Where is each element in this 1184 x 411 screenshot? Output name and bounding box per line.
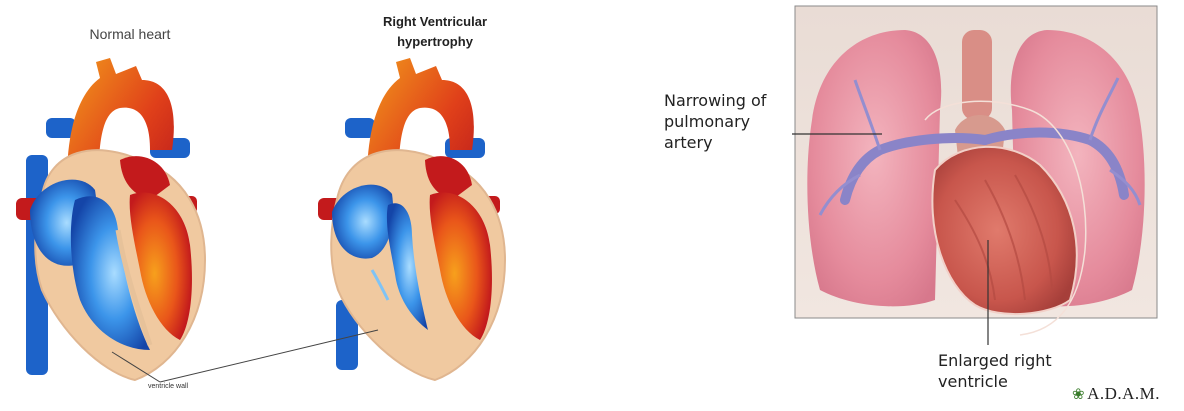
anatomy-panel [795,6,1157,335]
narrowing-label-line3: artery [664,132,794,153]
ventricle-wall-label: ventricle wall [148,383,188,390]
narrowing-label-line2: pulmonary [664,111,794,132]
enlarged-label: Enlarged right ventricle [938,350,1078,392]
trachea [962,30,992,120]
adam-leaf-icon: ❀ [1072,387,1085,403]
narrowing-label-line1: Narrowing of [664,90,794,111]
rvh-heart-illustration [318,58,505,380]
normal-heart-illustration [16,58,205,380]
enlarged-label-line2: ventricle [938,371,1078,392]
pulmonary-artery-branch [345,118,375,138]
adam-logo-text: A.D.A.M. [1087,384,1160,403]
narrowing-label: Narrowing of pulmonary artery [664,90,794,153]
enlarged-label-line1: Enlarged right [938,350,1078,371]
adam-logo: ❀A.D.A.M. [1072,384,1160,404]
